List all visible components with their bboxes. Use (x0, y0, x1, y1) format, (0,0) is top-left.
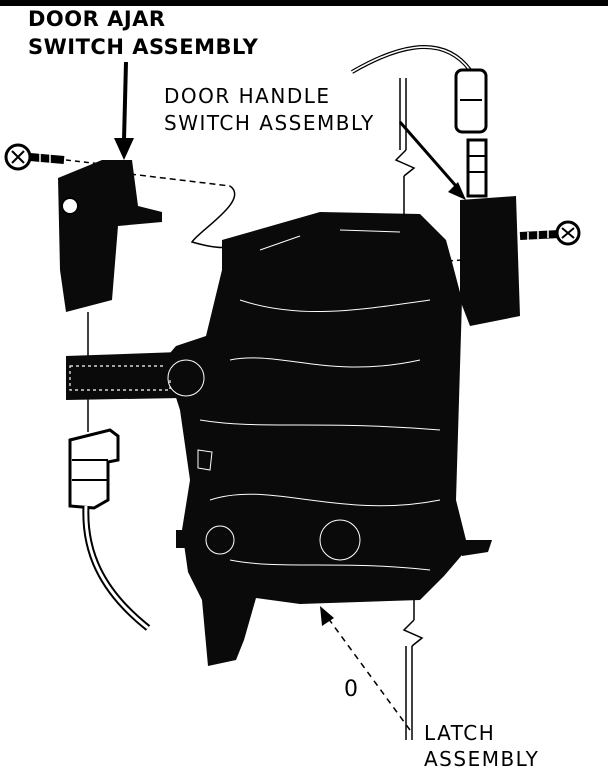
door-ajar-arrow-icon (114, 61, 134, 160)
latch-label-line1: LATCH (424, 721, 496, 745)
ajar-switch-wire (82, 505, 151, 631)
handle-switch-wire (350, 45, 472, 74)
top-border (0, 0, 608, 6)
latch-detail-lines (167, 229, 441, 571)
break-line-top (394, 78, 416, 216)
door-handle-arrow-icon (398, 121, 466, 200)
left-screw-icon (4, 143, 65, 171)
view-marker: 0 (344, 677, 360, 702)
break-line-bottom (402, 600, 424, 740)
latch-label-line2: ASSEMBLY (424, 747, 540, 771)
door-handle-label-line2: SWITCH ASSEMBLY (164, 111, 375, 135)
door-handle-label-line1: DOOR HANDLE (164, 84, 331, 108)
ajar-connector-icon (68, 428, 120, 510)
door-handle-switch-body (460, 196, 520, 326)
ajar-switch-guide (129, 173, 231, 187)
latch-arrow-icon (320, 606, 411, 731)
door-ajar-label-line2: SWITCH ASSEMBLY (28, 35, 259, 59)
right-screw-icon (519, 220, 581, 246)
door-ajar-switch-body (58, 160, 162, 312)
door-ajar-label-line1: DOOR AJAR (28, 7, 166, 31)
latch-assembly-body (164, 212, 468, 666)
latch-rod (66, 352, 182, 400)
handle-switch-connector-icon (454, 68, 488, 198)
latch-tab (462, 540, 492, 556)
